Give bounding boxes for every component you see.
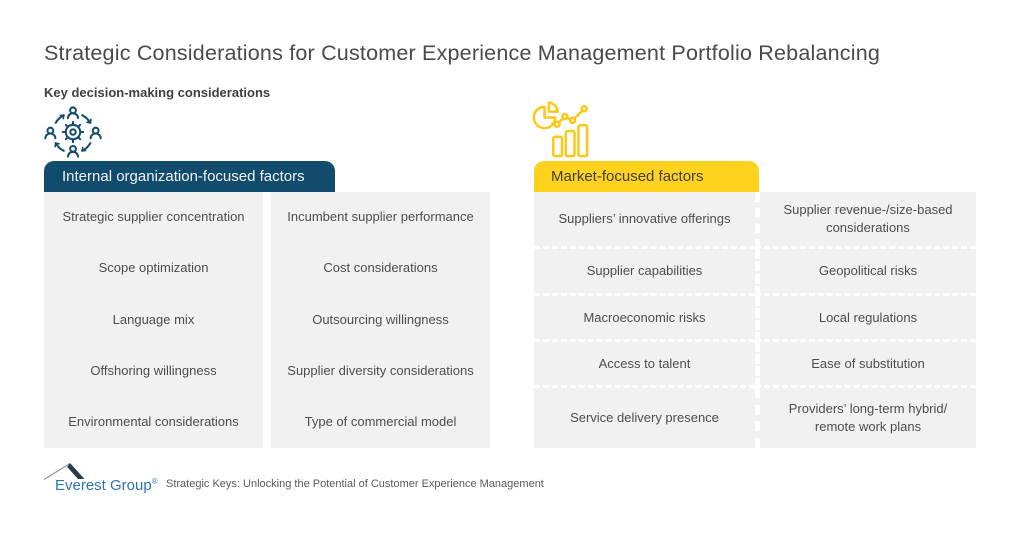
footer-tagline: Strategic Keys: Unlocking the Potential … — [166, 478, 544, 490]
factor-cell: Outsourcing willingness — [312, 311, 449, 327]
internal-column-2: Incumbent supplier performance Cost cons… — [271, 192, 490, 448]
factor-cell: Type of commercial model — [304, 413, 457, 429]
factor-cell: Strategic supplier concentration — [62, 209, 245, 225]
factor-cell: Supplier revenue-/size-based considerati… — [755, 192, 976, 249]
factor-cell: Macroeconomic risks — [534, 296, 755, 342]
factor-cell: Suppliers’ innovative offerings — [534, 192, 755, 249]
internal-factors-table: Strategic supplier concentration Scope o… — [44, 192, 490, 448]
market-factors-table: Suppliers’ innovative offerings Supplier… — [534, 192, 976, 448]
everest-group-logo: Everest Group® — [44, 461, 160, 495]
analytics-chart-icon — [529, 101, 593, 161]
factor-cell: Local regulations — [755, 296, 976, 342]
factor-cell: Environmental considerations — [68, 413, 239, 429]
factor-cell: Language mix — [112, 311, 195, 327]
factor-cell: Offshoring willingness — [90, 362, 217, 378]
factor-cell: Scope optimization — [98, 260, 209, 276]
internal-column-1: Strategic supplier concentration Scope o… — [44, 192, 263, 448]
people-gear-cycle-icon — [44, 106, 102, 160]
market-factors-header: Market-focused factors — [534, 161, 759, 192]
factor-cell: Access to talent — [534, 342, 755, 388]
mountain-peak-icon — [44, 462, 85, 481]
factor-cell: Cost considerations — [323, 260, 438, 276]
factor-cell: Geopolitical risks — [755, 249, 976, 296]
factor-cell: Supplier capabilities — [534, 249, 755, 296]
page-subtitle: Key decision-making considerations — [44, 85, 271, 100]
factor-cell: Ease of substitution — [755, 342, 976, 388]
page-title: Strategic Considerations for Customer Ex… — [44, 41, 881, 65]
factor-cell: Supplier diversity considerations — [287, 362, 474, 378]
footer: Everest Group® Strategic Keys: Unlocking… — [44, 459, 544, 495]
factor-cell: Incumbent supplier performance — [287, 209, 474, 225]
logo-text: Everest Group — [55, 477, 152, 494]
internal-factors-header: Internal organization-focused factors — [44, 161, 335, 192]
logo-wordmark: Everest Group® — [55, 477, 158, 494]
registered-mark: ® — [151, 477, 158, 486]
factor-cell: Providers’ long-term hybrid/ remote work… — [755, 388, 976, 448]
factor-cell: Service delivery presence — [570, 410, 719, 426]
